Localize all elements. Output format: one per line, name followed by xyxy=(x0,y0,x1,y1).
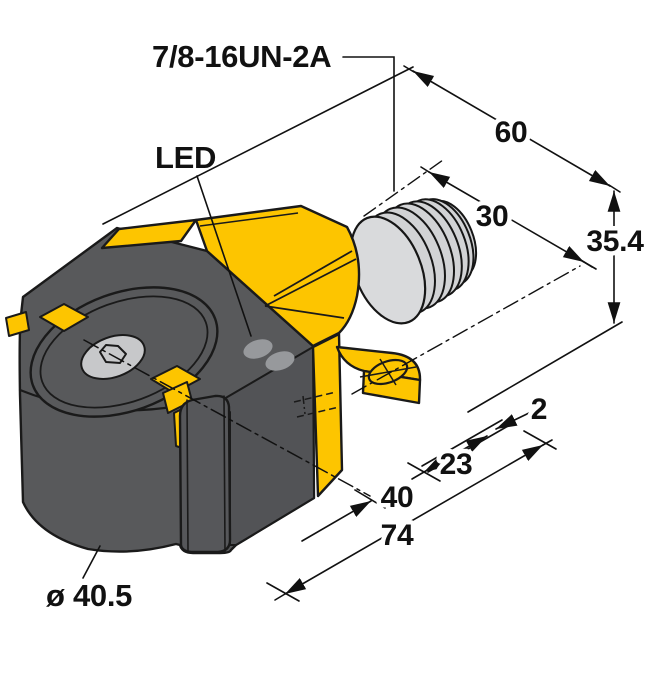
ext-line-60 xyxy=(102,66,414,225)
hole-cross-v xyxy=(379,358,397,386)
dim-30-text: 30 xyxy=(476,200,509,233)
groove-line-1 xyxy=(264,258,357,307)
ridge-chamfer xyxy=(199,212,299,227)
overshoot-23 xyxy=(411,471,425,480)
housing-right-band xyxy=(311,332,344,498)
dim-line-74 xyxy=(284,444,544,595)
led-dot-2 xyxy=(265,351,295,371)
overshoot-74b xyxy=(542,439,553,446)
diameter-label: ø 40.5 xyxy=(46,578,132,613)
housing-sloped-face xyxy=(194,204,361,348)
diameter-leader-line xyxy=(82,545,101,579)
dim-line-60 xyxy=(412,70,611,187)
ext-line-74l xyxy=(266,582,300,602)
clamp-bar-crease-1 xyxy=(186,399,189,552)
shaft-hex xyxy=(99,344,127,364)
marker-edge-dot xyxy=(5,311,30,337)
dim-2-text: 2 xyxy=(531,393,547,426)
overshoot-30a xyxy=(420,166,430,173)
led-label: LED xyxy=(155,140,216,175)
centerline-30 xyxy=(363,159,444,217)
overshoot-60a xyxy=(403,65,415,73)
ext-line-74r xyxy=(523,430,557,450)
yellow-housing xyxy=(100,204,422,498)
overshoot-74a xyxy=(274,593,286,601)
hidden-edge-2 xyxy=(296,406,340,418)
thread-label: 7/8-16UN-2A xyxy=(152,39,331,74)
dim-35-4-text: 35.4 xyxy=(586,225,644,258)
hidden-centermark xyxy=(302,395,306,415)
dim-line-40 xyxy=(301,500,372,542)
rotor-ring-inner xyxy=(39,295,209,409)
hole-centerline xyxy=(351,265,581,395)
marker-right xyxy=(150,365,201,394)
ext-line-30r xyxy=(571,254,597,270)
dim-line-30 xyxy=(428,171,585,263)
dimension-lines xyxy=(82,56,623,602)
dim-60-text: 60 xyxy=(495,116,528,149)
dim-74-text: 74 xyxy=(381,519,414,552)
ref-line-35-4 xyxy=(467,321,623,413)
groove-line-2 xyxy=(264,305,345,319)
led-leader-line xyxy=(196,175,252,337)
clamp-bar-crease-2 xyxy=(223,395,226,552)
thread-leader-line xyxy=(342,56,395,192)
housing-left-wedge xyxy=(100,218,198,250)
hidden-edge-1 xyxy=(293,391,337,403)
dim-23-text: 23 xyxy=(440,448,473,481)
sensor-body xyxy=(5,226,316,555)
annotation-text: 7/8-16UN-2A LED 60 30 35.4 2 23 40 74 ø … xyxy=(46,39,649,613)
marker-left xyxy=(39,303,89,332)
dim-40-text: 40 xyxy=(381,481,414,514)
led-dot-1 xyxy=(243,339,273,359)
overshoot-60b xyxy=(608,184,621,193)
groove-line-3 xyxy=(273,250,353,297)
arrow-line-2 xyxy=(495,412,530,430)
clamp-bar xyxy=(178,394,232,554)
